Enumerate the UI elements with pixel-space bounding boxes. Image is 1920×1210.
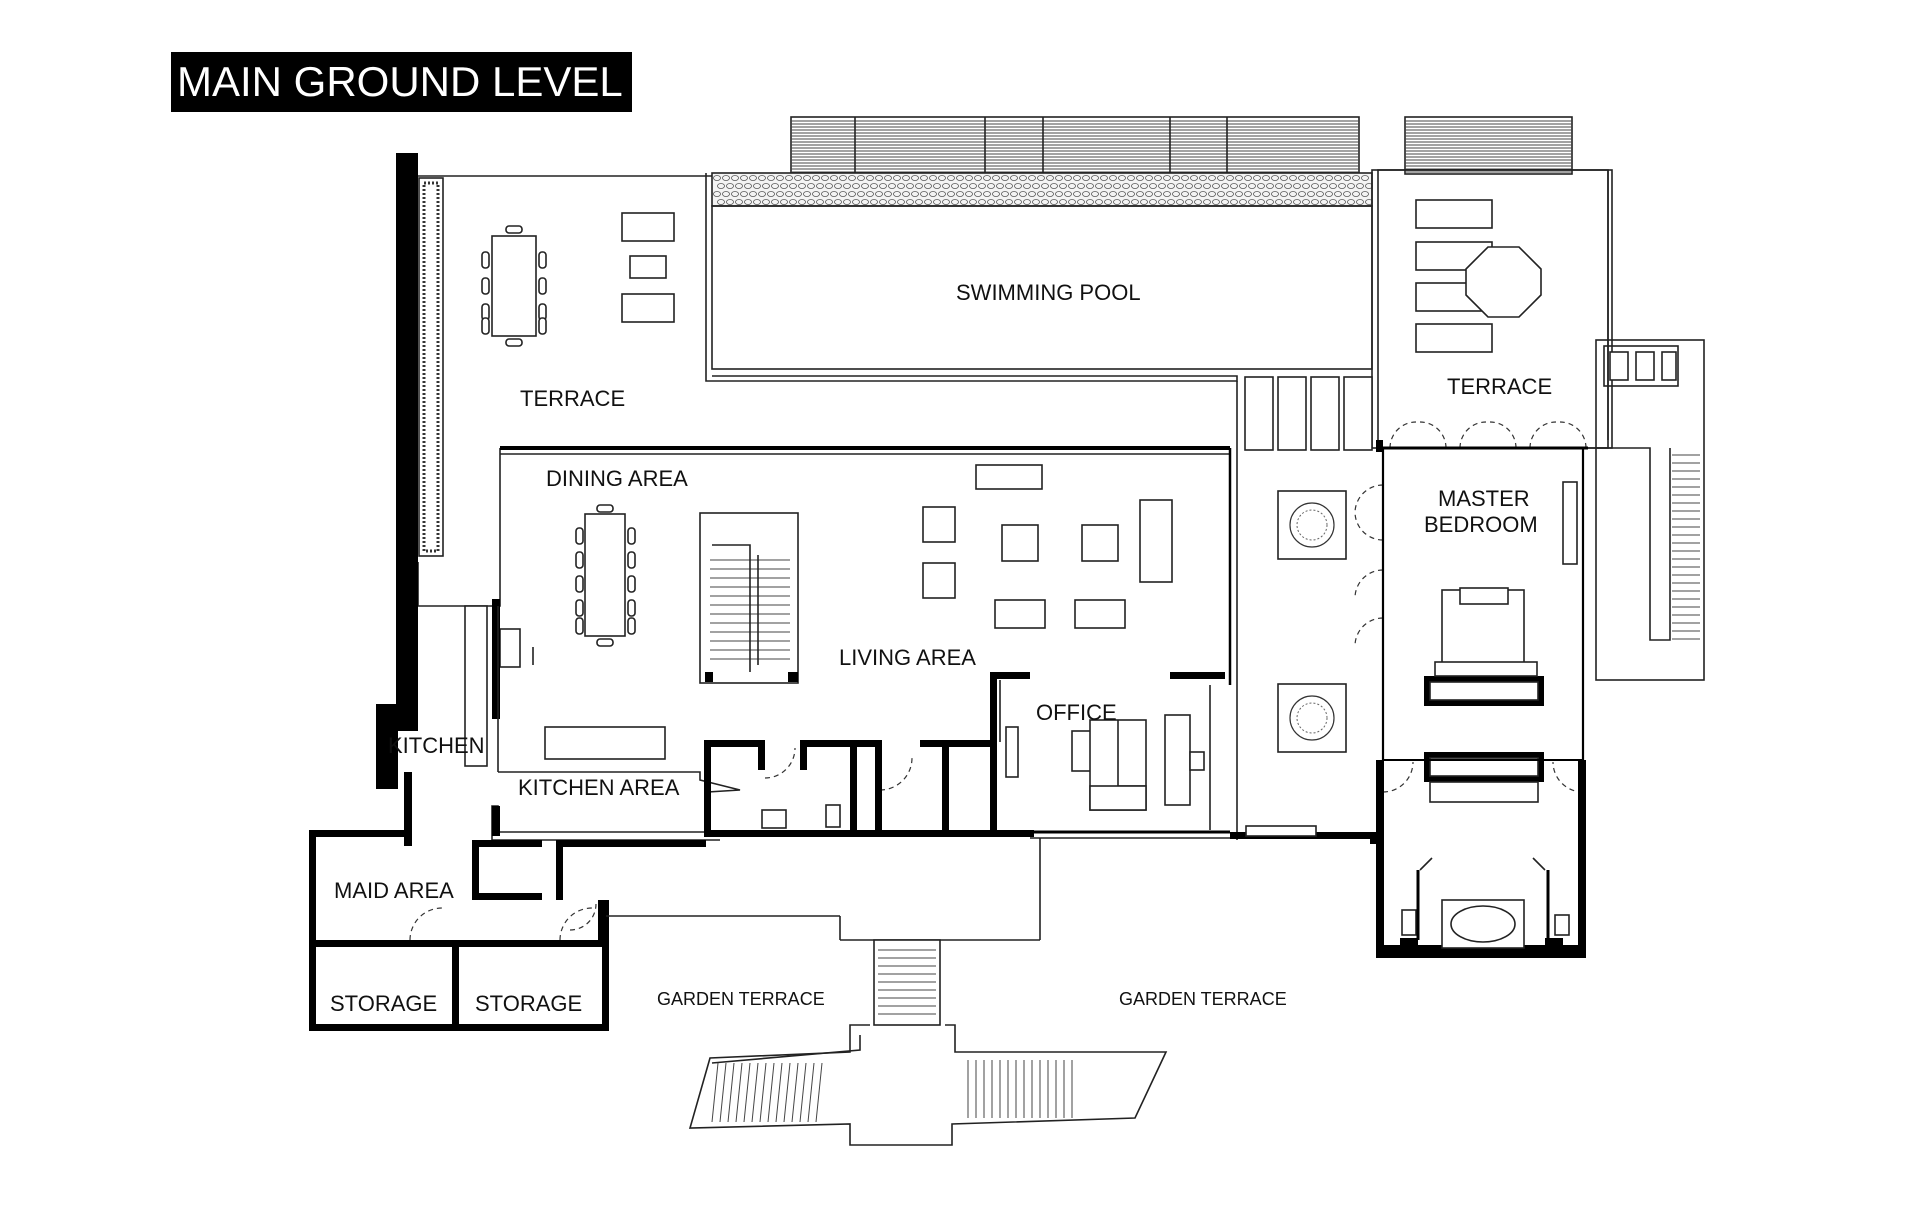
dining-area-label: DINING AREA — [546, 466, 688, 491]
garden-terrace-right-label: GARDEN TERRACE — [1119, 989, 1287, 1009]
exterior-stair-right — [1595, 339, 1705, 681]
pergola-left — [790, 116, 1360, 175]
storage-right-label: STORAGE — [475, 991, 582, 1016]
title-banner: MAIN GROUND LEVEL — [171, 52, 632, 112]
swimming-pool-label: SWIMMING POOL — [956, 280, 1141, 305]
terrace-left-label: TERRACE — [520, 386, 625, 411]
maid-area-label: MAID AREA — [334, 878, 454, 903]
main-house — [309, 153, 1380, 1031]
garden-stairs — [688, 939, 1168, 1146]
master-bedroom — [1376, 440, 1588, 958]
storage-left-label: STORAGE — [330, 991, 437, 1016]
garden-terrace-left-label: GARDEN TERRACE — [657, 989, 825, 1009]
terrace-right-label: TERRACE — [1447, 374, 1552, 399]
pergola-right — [1404, 116, 1573, 175]
terrace-left: TERRACE — [396, 153, 1230, 731]
swimming-pool: SWIMMING POOL — [705, 172, 1373, 382]
master-bedroom-label-line2: BEDROOM — [1424, 512, 1538, 537]
living-area-label: LIVING AREA — [839, 645, 976, 670]
terrace-right: TERRACE — [1371, 169, 1613, 449]
plan-title: MAIN GROUND LEVEL — [177, 58, 623, 105]
kitchen-label: KITCHEN — [388, 733, 485, 758]
pool-deck — [1236, 376, 1384, 840]
office-label: OFFICE — [1036, 700, 1117, 725]
room-labels: DINING AREA LIVING AREA MASTER BEDROOM O… — [330, 466, 1538, 1016]
kitchen-area-label: KITCHEN AREA — [518, 775, 680, 800]
master-bedroom-label-line1: MASTER — [1438, 486, 1530, 511]
